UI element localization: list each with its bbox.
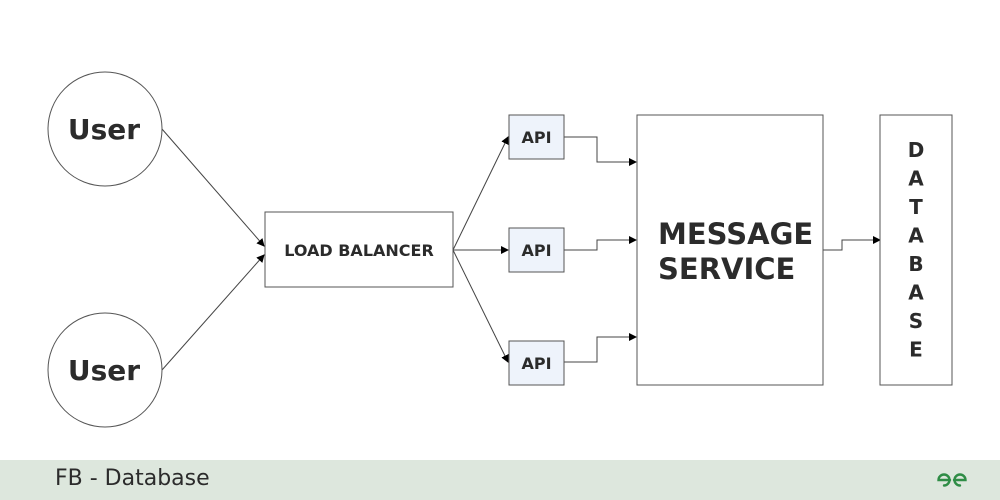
user-node: User <box>47 312 163 428</box>
database-letter: A <box>908 281 924 305</box>
api-label: API <box>521 241 551 260</box>
user-label: User <box>68 113 140 146</box>
gfg-logo-icon <box>937 473 967 487</box>
edge-api1-to-messageservice <box>564 136 637 166</box>
edge-api2-to-messageservice <box>564 236 637 251</box>
api-label: API <box>521 354 551 373</box>
api-label: API <box>521 128 551 147</box>
user-node: User <box>47 71 163 187</box>
message-service-label-line2: SERVICE <box>658 252 795 286</box>
user-label: User <box>68 354 140 387</box>
edge-user1-to-loadbalancer <box>161 128 265 247</box>
database-letter: S <box>909 309 923 333</box>
footer-title: FB - Database <box>55 466 210 491</box>
message-service-node: MESSAGE SERVICE <box>636 114 824 386</box>
database-letter: A <box>908 224 924 248</box>
database-letter: D <box>908 138 925 162</box>
load-balancer-node: LOAD BALANCER <box>264 211 454 288</box>
edge-loadbalancer-to-api1 <box>452 136 509 251</box>
api-node: API <box>508 340 565 386</box>
api-node: API <box>508 114 565 160</box>
edge-messageservice-to-database <box>823 236 881 251</box>
api-node: API <box>508 227 565 273</box>
load-balancer-label: LOAD BALANCER <box>284 241 434 260</box>
database-letter: T <box>909 195 923 219</box>
edge-user2-to-loadbalancer <box>161 254 265 371</box>
database-letter: A <box>908 167 924 191</box>
edge-loadbalancer-to-api3 <box>452 249 509 363</box>
connectors <box>161 128 881 371</box>
edge-api3-to-messageservice <box>564 333 637 363</box>
database-letter: B <box>908 252 923 276</box>
architecture-diagram: User User LOAD BALANCER API API API MESS… <box>47 71 953 428</box>
footer-bar: FB - Database <box>0 460 1000 500</box>
database-letter: E <box>909 338 923 362</box>
message-service-label-line1: MESSAGE <box>658 217 813 251</box>
